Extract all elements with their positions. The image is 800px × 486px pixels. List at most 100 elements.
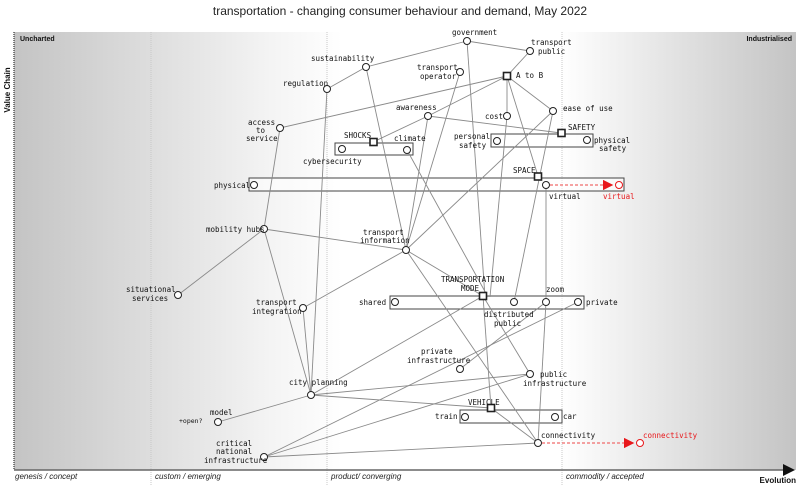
node-vehicle[interactable] <box>486 403 496 413</box>
stage-label-custom: custom / emerging <box>155 472 221 481</box>
label-government: government <box>452 28 497 37</box>
node-transport-information[interactable] <box>402 246 410 254</box>
label-situational-1: situational <box>126 285 176 294</box>
node-awareness[interactable] <box>424 112 432 120</box>
node-transport-operator[interactable] <box>456 68 464 76</box>
label-transport-public-2: public <box>538 47 565 56</box>
node-virtual[interactable] <box>542 181 550 189</box>
stage-label-commodity: commodity / accepted <box>566 472 644 481</box>
label-access-3: service <box>246 134 278 143</box>
safety-pipeline[interactable] <box>490 133 594 148</box>
label-transportation-mode-1: TRANSPORTATION <box>441 275 504 284</box>
label-personal-safety-1: personal <box>454 132 490 141</box>
node-space[interactable] <box>533 172 543 181</box>
label-connectivity-evolved: connectivity <box>643 431 698 440</box>
node-climate[interactable] <box>403 146 411 154</box>
label-transport-operator-2: operator <box>420 72 457 81</box>
label-transport-public-1: transport <box>531 38 572 47</box>
node-train[interactable] <box>461 413 469 421</box>
node-transport-public[interactable] <box>526 47 534 55</box>
node-public-infrastructure[interactable] <box>526 370 534 378</box>
node-connectivity-evolved[interactable] <box>636 439 644 447</box>
label-virtual: virtual <box>549 192 581 201</box>
map-title: transportation - changing consumer behav… <box>212 4 588 18</box>
x-axis-title: Evolution <box>760 476 797 485</box>
vehicle-pipeline[interactable] <box>459 409 563 424</box>
label-connectivity: connectivity <box>541 431 596 440</box>
node-city-planning[interactable] <box>307 391 315 399</box>
label-regulation: regulation <box>283 79 328 88</box>
stage-label-genesis: genesis / concept <box>15 472 78 481</box>
node-transport-integration[interactable] <box>299 304 307 312</box>
label-physical-safety-2: safety <box>599 144 627 153</box>
label-sustainability: sustainability <box>311 54 375 63</box>
label-car: car <box>563 412 577 421</box>
node-personal-safety[interactable] <box>493 137 501 145</box>
label-personal-safety-2: safety <box>459 141 487 150</box>
node-connectivity[interactable] <box>534 439 542 447</box>
node-a-to-b[interactable] <box>502 71 512 81</box>
node-transportation-mode[interactable] <box>478 291 488 301</box>
label-safety: SAFETY <box>568 123 596 132</box>
space-pipeline[interactable] <box>248 177 625 192</box>
label-cni-3: infrastructure <box>204 456 268 465</box>
label-transport-information-2: information <box>360 236 410 245</box>
label-private-infra-1: private <box>421 347 453 356</box>
node-ease-of-use[interactable] <box>549 107 557 115</box>
node-critical-national-infrastructure[interactable] <box>260 453 268 461</box>
node-virtual-evolved[interactable] <box>615 181 623 189</box>
node-regulation[interactable] <box>323 85 331 93</box>
node-cost[interactable] <box>503 112 511 120</box>
node-physical[interactable] <box>250 181 258 189</box>
label-virtual-evolved: virtual <box>603 192 635 201</box>
component-labels: government transport public sustainabili… <box>126 28 698 465</box>
stage-label-product: product/ converging <box>330 472 402 481</box>
node-sustainability[interactable] <box>362 63 370 71</box>
label-ease-of-use: ease of use <box>563 104 613 113</box>
label-shared: shared <box>359 298 386 307</box>
label-situational-2: services <box>132 294 168 303</box>
label-train: train <box>435 412 458 421</box>
node-distributed-public[interactable] <box>510 298 518 306</box>
label-access-2: to <box>256 126 266 135</box>
open-annotation: +open? <box>179 417 203 425</box>
node-car[interactable] <box>551 413 559 421</box>
label-private: private <box>586 298 618 307</box>
label-cybersecurity: cybersecurity <box>303 157 362 166</box>
node-physical-safety[interactable] <box>583 136 591 144</box>
label-transportation-mode-2: MODE <box>461 284 480 293</box>
label-distributed-public-2: public <box>494 319 521 328</box>
label-city-planning: city planning <box>289 378 348 387</box>
label-space: SPACE <box>513 166 536 175</box>
label-cost: cost <box>485 112 503 121</box>
dependency-links <box>177 40 579 458</box>
node-shared[interactable] <box>391 298 399 306</box>
node-mobility-hubs[interactable] <box>260 225 268 233</box>
label-climate: climate <box>394 134 426 143</box>
node-private[interactable] <box>574 298 582 306</box>
y-axis-title: Value Chain <box>3 67 12 112</box>
node-situational-services[interactable] <box>174 291 182 299</box>
node-government[interactable] <box>463 37 471 45</box>
label-zoom: zoom <box>546 285 565 294</box>
label-a-to-b: A to B <box>516 71 544 80</box>
label-shocks: SHOCKS <box>344 131 372 140</box>
label-distributed-public-1: distributed <box>484 310 534 319</box>
label-vehicle: VEHICLE <box>468 398 500 407</box>
node-cybersecurity[interactable] <box>338 145 346 153</box>
label-private-infra-2: infrastructure <box>407 356 471 365</box>
label-public-infra-2: infrastructure <box>523 379 587 388</box>
node-zoom[interactable] <box>542 298 550 306</box>
label-mobility-hubs: mobility hubs <box>206 225 265 234</box>
node-shocks[interactable] <box>369 137 378 147</box>
label-model: model <box>210 408 233 417</box>
node-access-to-service[interactable] <box>276 124 284 132</box>
label-transport-integration-1: transport <box>256 298 297 307</box>
node-private-infrastructure[interactable] <box>456 365 464 373</box>
label-cni-1: critical <box>216 439 252 448</box>
label-access-1: access <box>248 118 275 127</box>
component-nodes <box>174 37 644 461</box>
node-model[interactable] <box>214 418 222 426</box>
label-public-infra-1: public <box>540 370 567 379</box>
node-safety[interactable] <box>557 128 566 138</box>
